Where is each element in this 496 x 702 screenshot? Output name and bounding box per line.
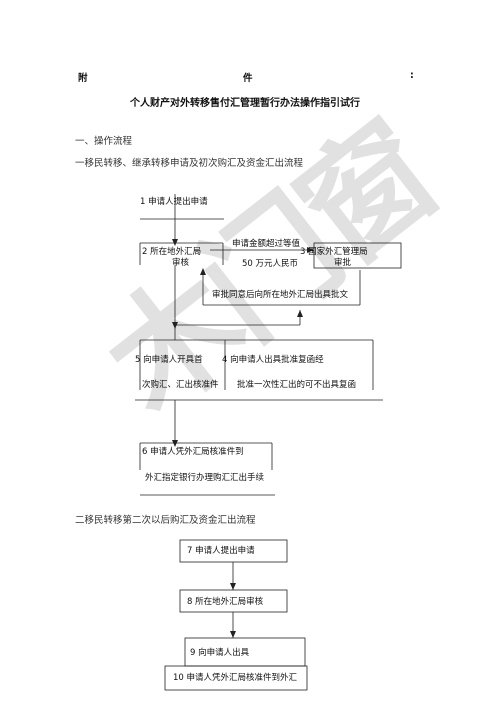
flow2-step7: 7 申请人提出申请 — [187, 546, 255, 556]
page-title: 个人财产对外转移售付汇管理暂行办法操作指引试行 — [130, 98, 360, 109]
annex-colon: : — [410, 70, 414, 81]
section-subheading-2: 二移民转移第二次以后购汇及资金汇出流程 — [75, 515, 256, 526]
flow1-step6-line1: 6 申请人凭外汇局核准件到 — [142, 447, 244, 457]
flow1-step3-line2: 审批 — [334, 258, 352, 268]
section-subheading-1: 一移民转移、继承转移申请及初次购汇及资金汇出流程 — [75, 158, 304, 169]
flow1-step2-line1: 2 所在地外汇局 — [142, 247, 202, 257]
flow1-condition-line2: 50 万元人民币 — [242, 259, 299, 269]
flow1-step4-line1: 4 向申请人出具批准复函经 — [222, 355, 324, 365]
flow1-step2-line2: 审核 — [172, 258, 190, 268]
flow2-step9: 9 向申请人出具 — [190, 648, 250, 658]
flow1-condition-line1: 申请金额超过等值 — [232, 239, 301, 249]
flow1-step4-line2: 批准一次性汇出的可不出具复函 — [237, 380, 357, 390]
flow1-step3-line1: 3 国家外汇管理局 — [300, 247, 368, 257]
annex-label-left: 附 — [78, 73, 88, 84]
flow2-step8: 8 所在地外汇局审核 — [187, 597, 264, 607]
section-heading-1: 一、操作流程 — [75, 136, 133, 147]
flow1-step5-line2: 次购汇、汇出核准件 — [142, 380, 219, 390]
flow1-step1: 1 申请人提出申请 — [140, 197, 208, 207]
flow1-step6-line2: 外汇指定银行办理购汇汇出手续 — [145, 473, 265, 483]
flow1-step5-line1: 5 向申请人开具首 — [135, 355, 203, 365]
flow1-approval-note: 审批同意后向所在地外汇局出具批文 — [212, 290, 349, 300]
flow2-step10: 10 申请人凭外汇局核准件到外汇 — [173, 673, 298, 683]
annex-label-mid: 件 — [243, 73, 253, 84]
